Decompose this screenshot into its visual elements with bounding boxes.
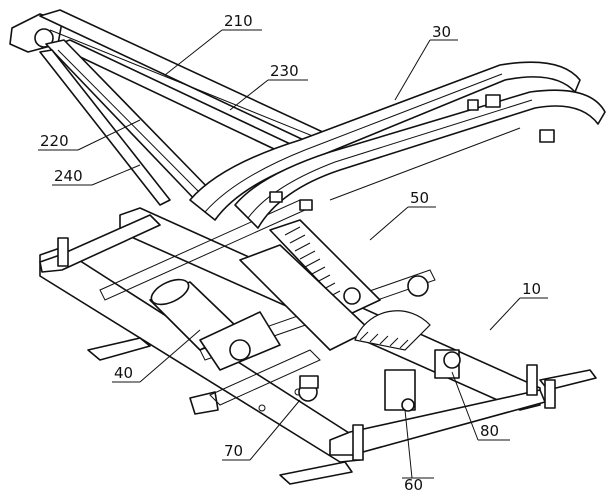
leader-lines	[38, 29, 548, 479]
callout-210: 210	[224, 12, 253, 30]
callout-240: 240	[54, 167, 83, 185]
lift-arm-assembly	[9, 9, 341, 206]
callout-60: 60	[404, 476, 423, 494]
sector-gear-assembly	[298, 275, 461, 412]
callout-50: 50	[410, 189, 429, 207]
callout-10: 10	[522, 280, 541, 298]
callout-220: 220	[40, 132, 69, 150]
callout-70: 70	[224, 442, 243, 460]
callout-80: 80	[480, 422, 499, 440]
callout-230: 230	[270, 62, 299, 80]
callout-40: 40	[114, 364, 133, 382]
drive-cylinder	[149, 244, 371, 371]
curved-guide-rails	[189, 61, 606, 229]
callout-30: 30	[432, 23, 451, 41]
